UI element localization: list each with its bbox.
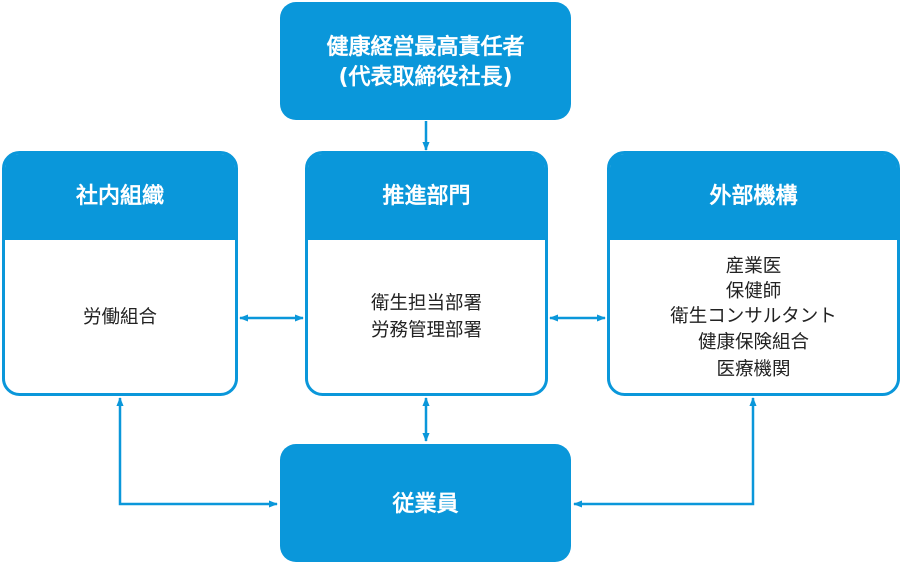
node-promotion-header xyxy=(308,154,545,240)
node-external-line-4: 健康保険組合 xyxy=(698,332,809,353)
node-employees-label: 従業員 xyxy=(391,491,458,517)
node-external-organization: 外部機構 産業医 保健師 衛生コンサルタント 健康保険組合 医療機関 xyxy=(607,151,900,396)
node-promotion-department: 推進部門 衛生担当部署 労務管理部署 xyxy=(305,151,548,396)
node-external-line-5: 医療機関 xyxy=(716,359,790,380)
node-employees: 従業員 xyxy=(280,444,571,562)
node-internal-title: 社内組織 xyxy=(76,183,164,209)
node-external-title: 外部機構 xyxy=(709,183,797,209)
node-ceo-line-1: 健康経営最高責任者 xyxy=(326,34,524,60)
node-promotion-line-2: 労務管理部署 xyxy=(371,320,482,341)
node-internal-organization: 社内組織 労働組合 xyxy=(2,151,238,396)
node-external-line-1: 産業医 xyxy=(726,256,782,277)
node-external-header xyxy=(610,154,897,240)
node-ceo-line-2: (代表取締役社長) xyxy=(338,64,512,90)
node-external-line-3: 衛生コンサルタント xyxy=(670,306,837,327)
node-promotion-title: 推進部門 xyxy=(382,183,470,209)
node-internal-header xyxy=(5,154,235,240)
arrow-external-employees xyxy=(573,397,757,508)
connectors xyxy=(116,121,757,508)
node-internal-line-1: 労働組合 xyxy=(83,307,157,328)
node-employees-box xyxy=(280,444,571,562)
node-ceo: 健康経営最高責任者 (代表取締役社長) xyxy=(280,2,571,120)
node-promotion-line-1: 衛生担当部署 xyxy=(371,293,482,314)
node-external-line-2: 保健師 xyxy=(726,281,782,302)
arrow-internal-employees xyxy=(116,397,278,508)
node-ceo-box xyxy=(280,2,571,120)
